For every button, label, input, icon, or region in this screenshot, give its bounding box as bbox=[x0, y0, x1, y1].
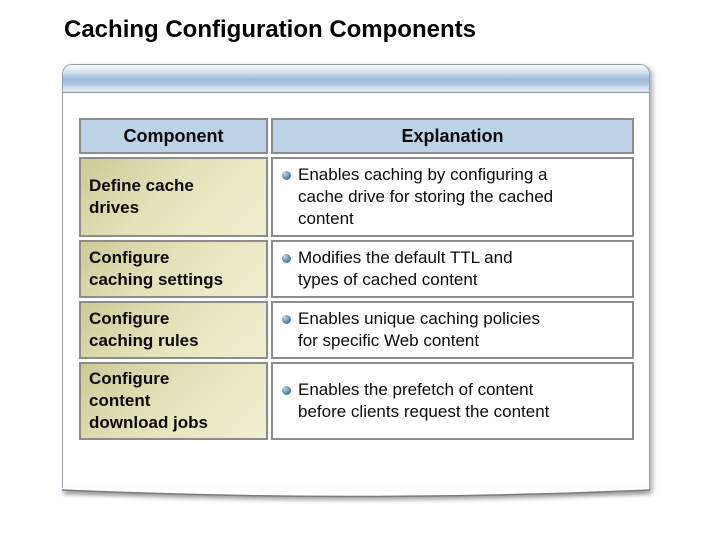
table-header-row: Component Explanation bbox=[79, 118, 634, 154]
panel-bottom-curve bbox=[61, 488, 650, 498]
explanation-text: Modifies the default TTL and types of ca… bbox=[298, 248, 513, 289]
explanation-text: Enables unique caching policies for spec… bbox=[298, 309, 540, 350]
page-title: Caching Configuration Components bbox=[64, 16, 476, 43]
table-row: Configure caching settings Modifies the … bbox=[79, 240, 634, 298]
components-table-wrapper: Component Explanation Define cache drive… bbox=[76, 115, 634, 443]
table-header-explanation: Explanation bbox=[271, 118, 634, 154]
bullet-icon bbox=[282, 386, 291, 395]
table-row: Define cache drives Enables caching by c… bbox=[79, 157, 634, 237]
explanation-text: Enables the prefetch of content before c… bbox=[298, 380, 550, 421]
explanation-cell: Enables caching by configuring a cache d… bbox=[271, 157, 634, 237]
bullet-icon bbox=[282, 315, 291, 324]
table-header-component: Component bbox=[79, 118, 268, 154]
table-row: Configure caching rules Enables unique c… bbox=[79, 301, 634, 359]
panel-titlebar bbox=[63, 65, 649, 93]
slide-panel: Component Explanation Define cache drive… bbox=[62, 64, 650, 491]
explanation-cell: Enables unique caching policies for spec… bbox=[271, 301, 634, 359]
explanation-cell: Modifies the default TTL and types of ca… bbox=[271, 240, 634, 298]
explanation-text: Enables caching by configuring a cache d… bbox=[298, 165, 554, 228]
component-cell: Configure content download jobs bbox=[79, 362, 268, 440]
explanation-cell: Enables the prefetch of content before c… bbox=[271, 362, 634, 440]
component-cell: Define cache drives bbox=[79, 157, 268, 237]
component-cell: Configure caching rules bbox=[79, 301, 268, 359]
component-cell: Configure caching settings bbox=[79, 240, 268, 298]
bullet-icon bbox=[282, 254, 291, 263]
table-row: Configure content download jobs Enables … bbox=[79, 362, 634, 440]
components-table: Component Explanation Define cache drive… bbox=[76, 115, 637, 443]
bullet-icon bbox=[282, 171, 291, 180]
